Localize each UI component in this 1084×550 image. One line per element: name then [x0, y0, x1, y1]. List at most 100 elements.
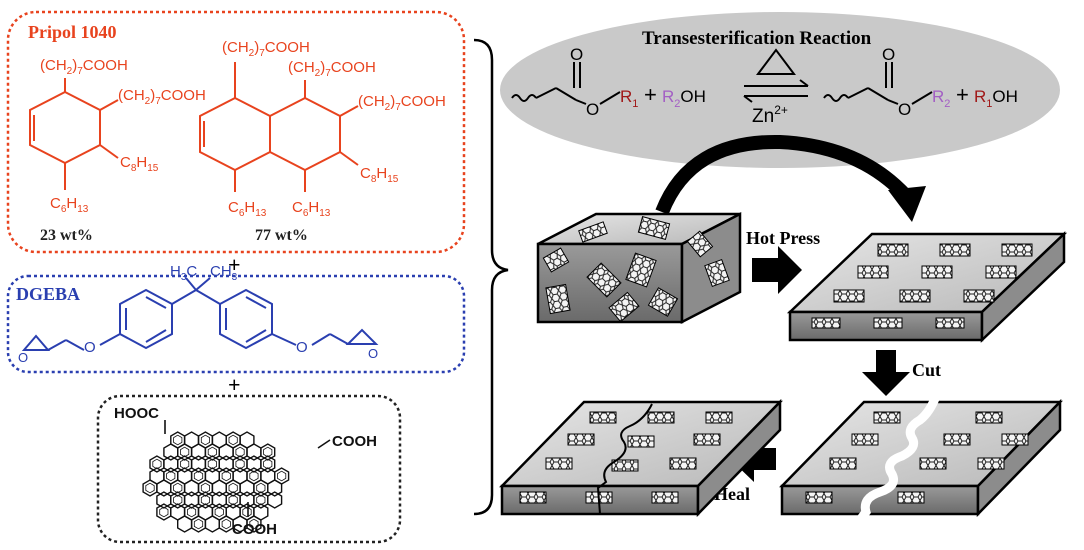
graphene-hexagon [218, 443, 234, 461]
graphene-hexagon [204, 455, 221, 473]
graphene-hexagon [267, 491, 283, 509]
pripol-right-percent: 77 wt% [255, 227, 308, 244]
graphene-aromatic-ring [221, 470, 231, 482]
pripol-title: Pripol 1040 [28, 22, 117, 42]
graphene-hexagon [197, 491, 214, 509]
graphene-hexagon [260, 443, 276, 461]
reaction-right-r1oh: R1OH [974, 87, 1018, 110]
healed-crack [596, 403, 653, 515]
graphene-hexagon [232, 455, 248, 473]
graphene-hexagon [225, 479, 241, 497]
reaction-right-ester-o: O [898, 100, 911, 119]
dgeba-o-right: O [296, 339, 308, 356]
graphene-aromatic-ring [159, 506, 169, 518]
pripol-left-c6h13: C6H13 [50, 195, 89, 215]
graphene-aromatic-ring [186, 506, 197, 518]
graphene-hexagon [163, 443, 179, 461]
grouping-bracket [473, 38, 509, 516]
graphene-hexagon [232, 443, 248, 461]
graphene-aromatic-ring [242, 506, 252, 518]
graphene-hexagon [149, 455, 165, 473]
graphene-cooh-right: COOH [332, 433, 377, 450]
plus-sign-2: + [228, 372, 241, 397]
pripol-right-chain2: (CH2)7COOH [288, 59, 376, 79]
graphene-aromatic-ring [214, 506, 224, 518]
reaction-left-ester [511, 62, 621, 105]
pripol-right-c6h13-b: C6H13 [292, 199, 331, 219]
graphene-aromatic-ring [200, 434, 211, 446]
block-random-flakes [536, 211, 742, 325]
graphene-aromatic-ring [228, 434, 238, 446]
reaction-left-ester-o: O [586, 100, 599, 119]
graphene-hexagon [170, 479, 186, 497]
graphene-box [96, 394, 402, 544]
graphene-hexagon [183, 491, 200, 509]
graphene-hexagon [253, 491, 269, 509]
graphene-hexagon [142, 479, 158, 497]
graphene-hexagon [225, 491, 241, 509]
graphene-aromatic-ring [152, 458, 162, 470]
pripol-left-chain2: (CH2)7COOH [118, 87, 206, 107]
graphene-hexagon [176, 455, 193, 473]
graphene-aromatic-ring [228, 482, 238, 494]
graphene-hexagon [246, 455, 262, 473]
pripol-left-c8h15: C8H15 [120, 154, 159, 174]
graphene-aromatic-ring [249, 470, 259, 482]
plus-sign-1: + [228, 252, 241, 277]
pripol-left-percent: 23 wt% [40, 227, 93, 244]
pripol-right-chain3: (CH2)7COOH [358, 93, 446, 113]
graphene-aromatic-ring [256, 482, 266, 494]
graphene-aromatic-ring [256, 494, 266, 506]
graphene-aromatic-ring [249, 518, 259, 530]
dgeba-structure [21, 277, 379, 351]
graphene-hexagon [239, 491, 255, 509]
pripol-structure-right [199, 62, 359, 192]
graphene-aromatic-ring [221, 518, 231, 530]
cut-label: Cut [912, 360, 941, 380]
graphene-hexagon [211, 479, 227, 497]
graphene-hexagon [246, 443, 262, 461]
graphene-aromatic-ring [207, 446, 217, 458]
graphene-hexagon [170, 491, 186, 509]
reaction-right-ester [823, 62, 933, 105]
reaction-title: Transesterification Reaction [642, 28, 872, 49]
pripol-right-chain1: (CH2)7COOH [222, 39, 310, 59]
dgeba-title: DGEBA [16, 284, 80, 304]
reaction-left-r1: R1 [620, 87, 638, 110]
graphene-hexagon [204, 443, 221, 461]
equilibrium-arrows [743, 48, 809, 103]
graphene-hexagon [156, 491, 172, 509]
dgeba-box [6, 274, 466, 374]
graphene-aromatic-ring [228, 494, 238, 506]
graphene-structure [142, 431, 290, 533]
graphene-aromatic-ring [277, 470, 287, 482]
graphene-hexagon [156, 503, 172, 521]
graphene-hexagon [183, 479, 200, 497]
graphene-hexagon [246, 515, 262, 533]
graphene-aromatic-ring [173, 494, 183, 506]
graphene-aromatic-ring [173, 434, 183, 446]
graphene-hexagon [267, 479, 283, 497]
dgeba-o-left: O [84, 339, 96, 356]
graphene-aromatic-ring [173, 482, 183, 494]
reaction-plus-left: + [644, 82, 657, 107]
graphene-aromatic-ring [200, 494, 211, 506]
block-aligned-flake-grid [811, 243, 1033, 329]
cut-crack [856, 394, 941, 523]
graphene-hexagon [190, 455, 207, 473]
graphene-hexagon [156, 479, 172, 497]
graphene-hexagon [190, 515, 207, 533]
graphene-aromatic-ring [145, 482, 155, 494]
cut-arrow [862, 350, 910, 396]
dgeba-o-epoxide-left: O [18, 350, 28, 365]
graphene-cooh-top: HOOC [114, 405, 159, 422]
reaction-ellipse [500, 12, 1060, 168]
graphene-aromatic-ring [180, 458, 190, 470]
graphene-aromatic-ring [263, 446, 273, 458]
hot-press-label: Hot Press [746, 228, 820, 248]
reaction-right-carbonyl-o: O [882, 45, 895, 64]
graphene-hexagon [239, 479, 255, 497]
graphene-hexagon [176, 515, 193, 533]
reaction-left-carbonyl-o: O [570, 45, 583, 64]
